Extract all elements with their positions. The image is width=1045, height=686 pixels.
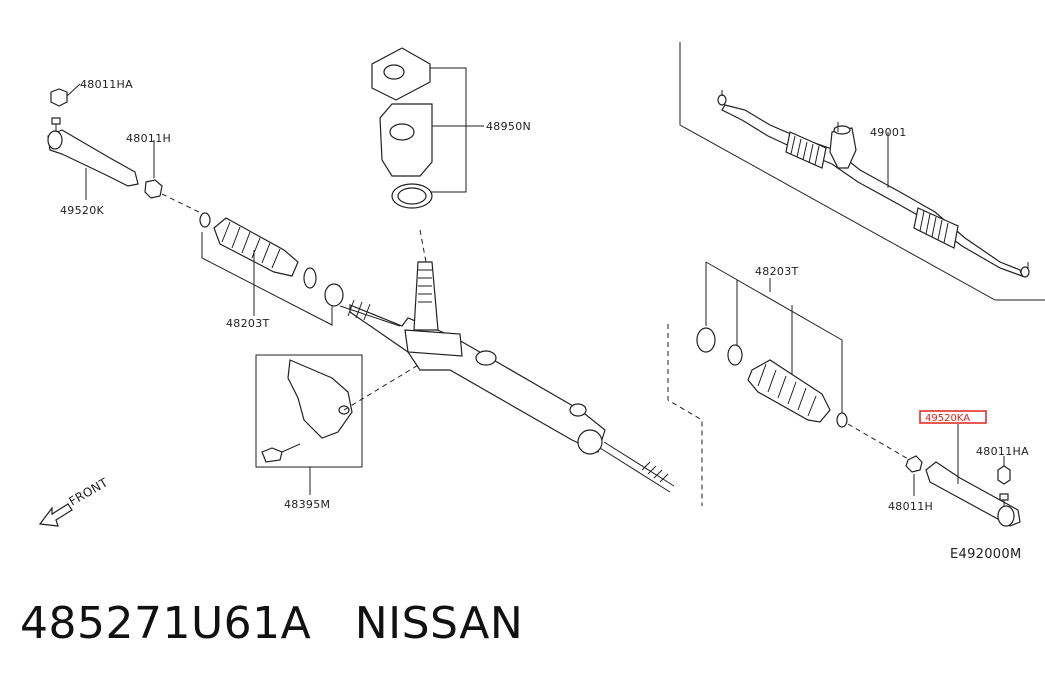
brand: NISSAN [354,598,524,649]
boot-left [199,212,344,326]
leader-lines [66,83,1005,496]
tie-rod-end-left [47,88,206,216]
front-label: FRONT [67,475,111,509]
label-49520KA[interactable]: 49520KA [925,413,970,424]
part-number: 485271U61A [20,598,312,649]
mounting-insulator [371,47,484,209]
caption: 485271U61A NISSAN [20,598,523,649]
label-49001: 49001 [870,126,907,139]
label-48203T-right: 48203T [755,265,799,278]
label-48950N: 48950N [486,120,531,133]
label-49520K: 49520K [60,204,104,217]
diagram-code: E492000M [950,547,1021,562]
tie-rod-end-right[interactable] [905,424,1021,527]
steering-gear-assembly-inset [679,42,1045,301]
label-48011H-left: 48011H [126,132,171,145]
label-48011HA-right: 48011HA [976,445,1029,458]
rack-housing [339,229,675,493]
front-arrow: FRONT [38,475,111,527]
label-48011H-right: 48011H [888,500,933,513]
boot-right [667,261,911,506]
label-48395M: 48395M [284,498,330,511]
bracket-inset [255,354,421,495]
highlight-49520KA[interactable]: 49520KA [919,410,987,424]
parts-diagram: FRONT 48011HA 48011H 49520K 48203T 48950… [38,42,1045,562]
label-48203T-left: 48203T [226,317,270,330]
label-48011HA-left: 48011HA [80,78,133,91]
